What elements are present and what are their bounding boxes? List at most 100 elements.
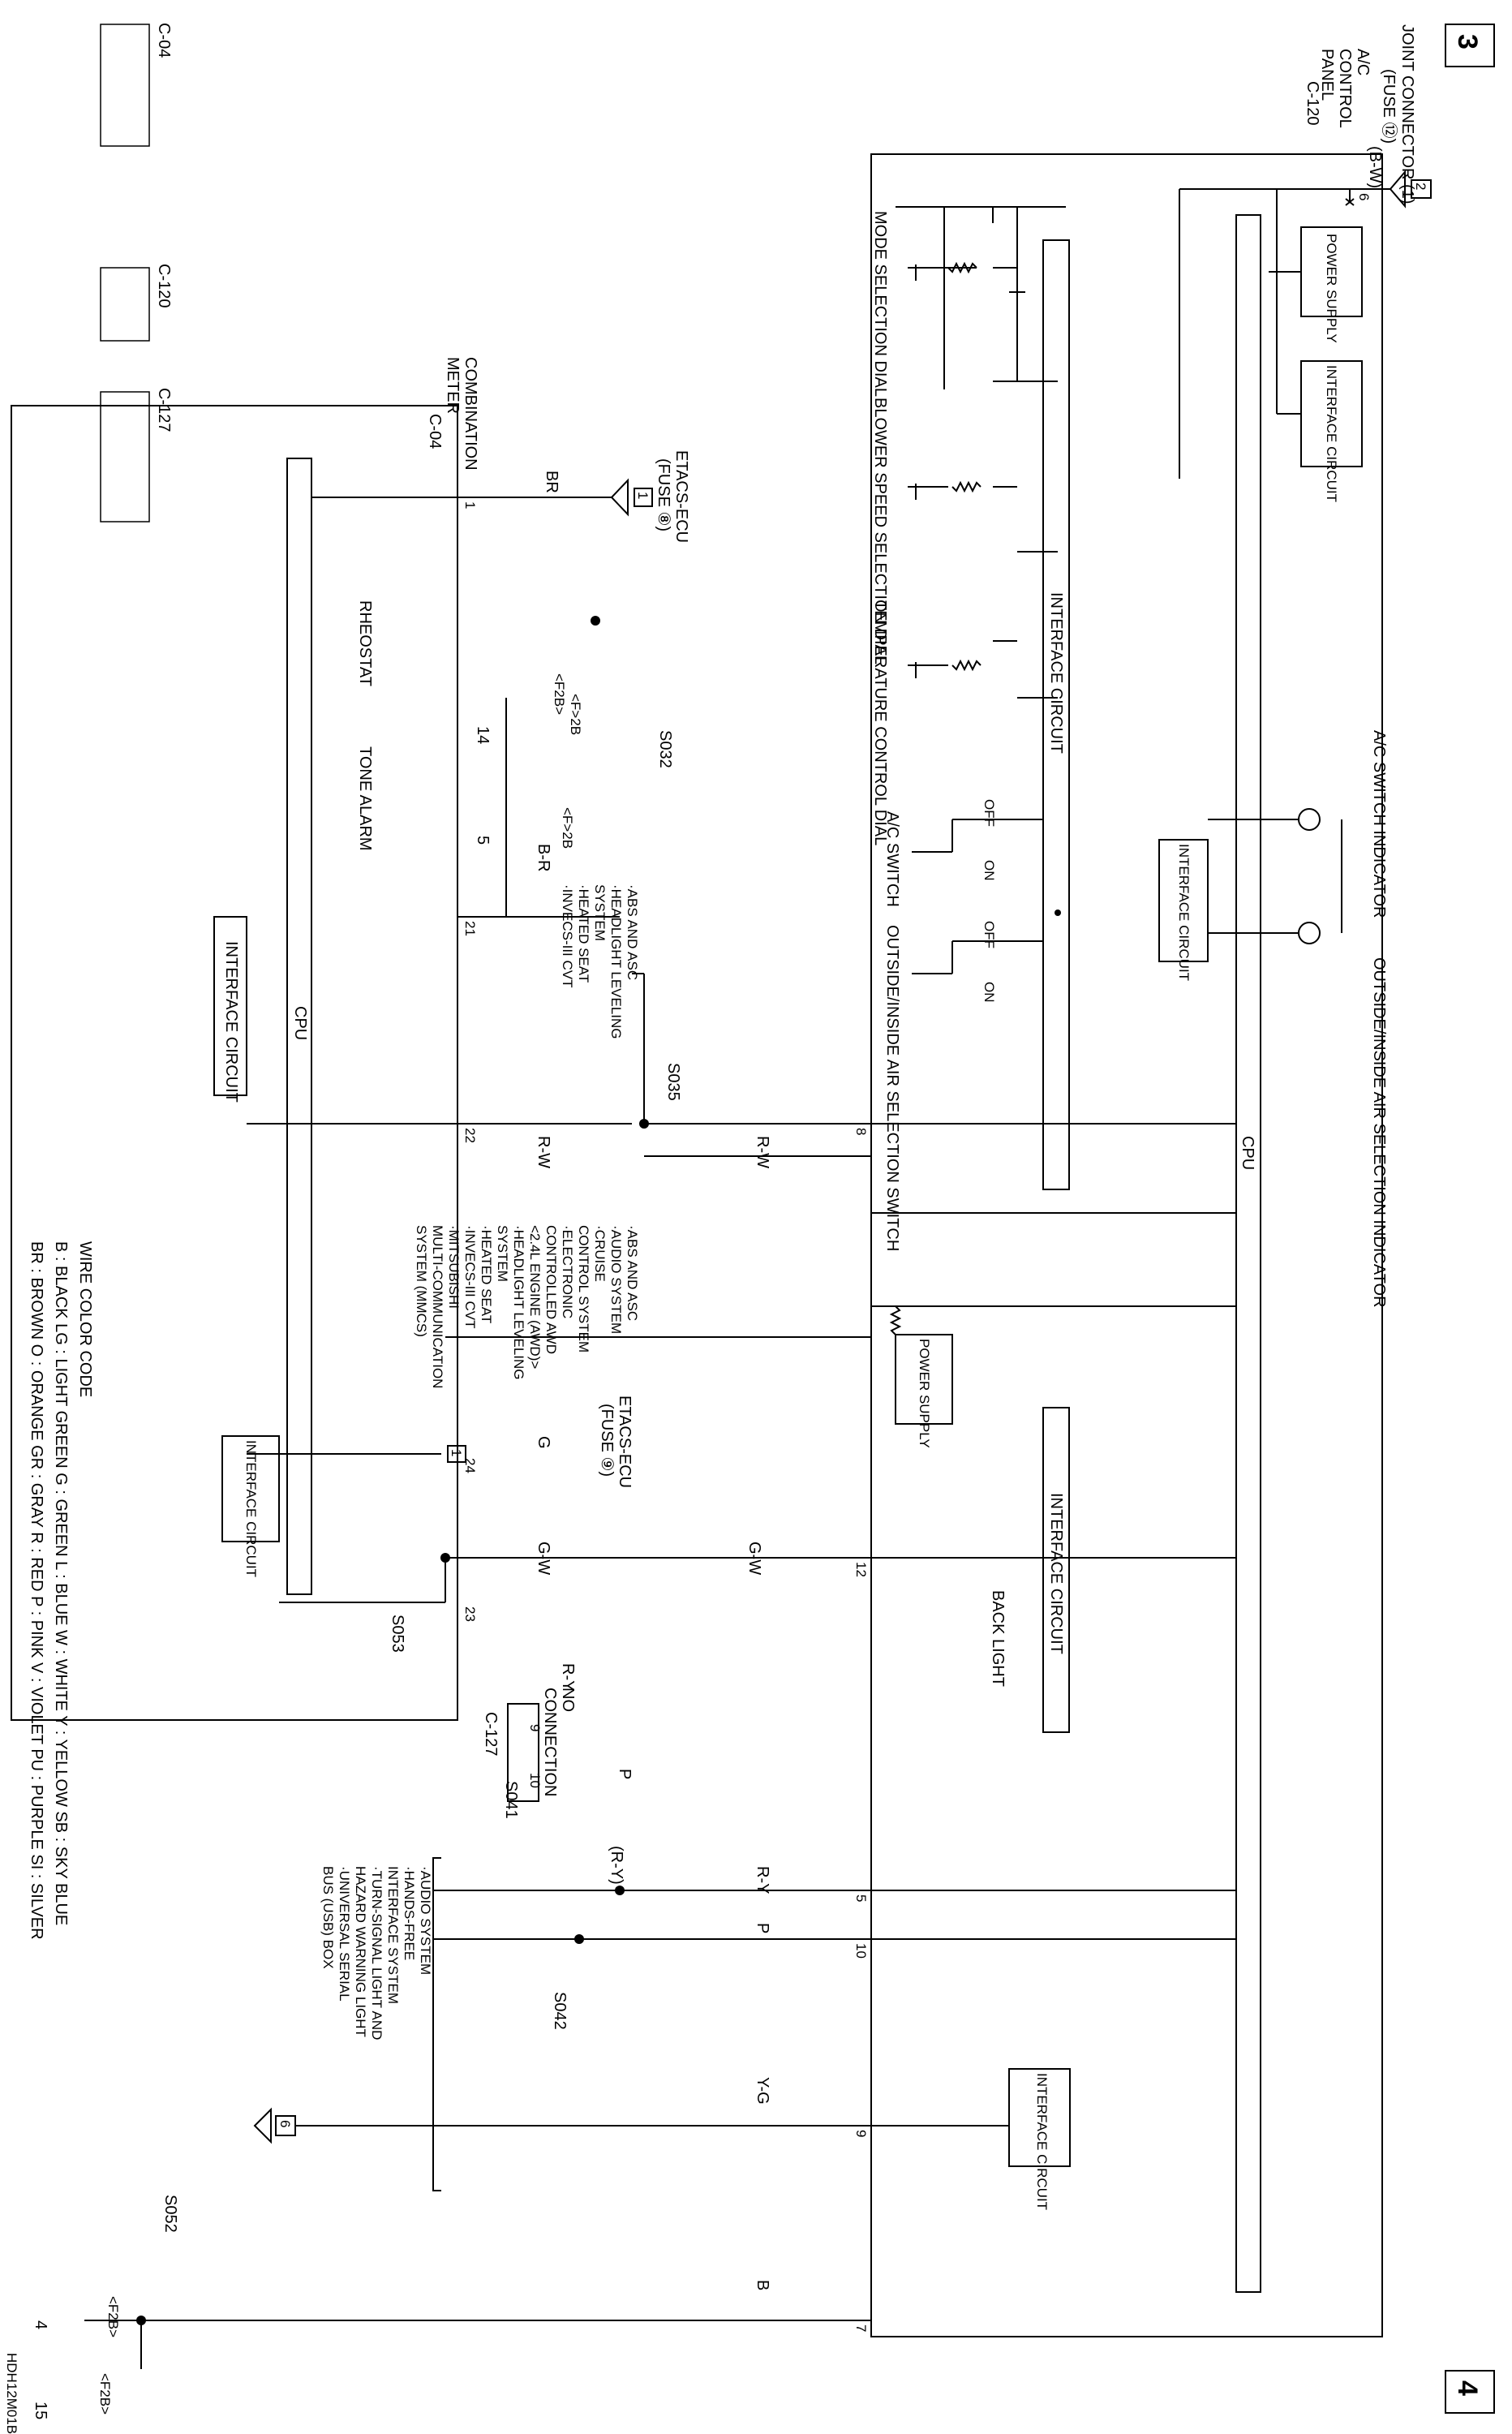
interface-main: INTERFACE CIRCUIT (1047, 592, 1065, 754)
wire-r-y-paren: (R-Y) (608, 1846, 625, 1885)
yg-connector-pin: 6 (277, 2120, 293, 2127)
list-item: SYSTEM (495, 1225, 510, 1282)
wire-color-code-row1: B : BLACK LG : LIGHT GREEN G : GREEN L :… (52, 1241, 70, 1925)
tone-alarm: TONE ALARM (356, 746, 374, 851)
terminal-12: 12 (853, 1562, 869, 1577)
power-supply-top: POWER SUPPLY (1324, 234, 1339, 343)
splice-s053: S053 (389, 1615, 406, 1653)
list-item: ·AUDIO SYSTEM (608, 1225, 624, 1334)
switch-on-b: ON (982, 982, 997, 1003)
splice-s041: S041 (502, 1781, 520, 1819)
page-number-start: 3 (1452, 34, 1483, 49)
meter-line1: COMBINATION (462, 357, 479, 471)
no-connection-code: C-127 (482, 1712, 500, 1756)
ground-14: 14 (474, 726, 492, 744)
terminal-8: 8 (853, 1128, 869, 1135)
list-item: INTERFACE SYSTEM (385, 1866, 401, 2004)
list-item: ·ABS AND ASC (625, 1225, 640, 1321)
connector-code: C-127 (155, 388, 173, 432)
meter-line2: METER (444, 357, 462, 414)
list-item: ·HEATED SEAT (479, 1225, 494, 1323)
list-item: SYSTEM (592, 884, 608, 941)
ground-5: 5 (474, 836, 492, 845)
dial-mode: MODE SELECTION DIAL (871, 211, 889, 397)
list-item: SYSTEM (MMCS) (414, 1225, 429, 1337)
terminal-24: 24 (462, 1458, 478, 1473)
list-item: MULTI-COMMUNICATION (430, 1225, 445, 1388)
terminal-23: 23 (462, 1606, 478, 1622)
list-item: HAZARD WARNING LIGHT (353, 1866, 368, 2037)
connector-c120: C-120 (100, 264, 173, 342)
page-number-end: 4 (1452, 2380, 1483, 2396)
outside-air-switch: OUTSIDE/INSIDE AIR SELECTION SWITCH (883, 925, 901, 1251)
list-item: CONTROL SYSTEM (576, 1225, 591, 1352)
ac-indicator: A/C SWITCH INDICATOR (1370, 730, 1388, 918)
list-item: ·ELECTRONIC (560, 1225, 575, 1318)
etacs9-label: ETACS-ECU (616, 1395, 634, 1488)
terminal-9: 9 (853, 2130, 869, 2137)
interface-top: INTERFACE CIRCUIT (1324, 365, 1339, 502)
cpu-ac: CPU (1239, 1136, 1256, 1170)
dial-blower: BLOWER SPEED SELECTION DIAL (871, 398, 889, 664)
wire-r-w-a: R-W (754, 1136, 771, 1168)
rheostat: RHEOSTAT (356, 600, 374, 686)
back-light: BACK LIGHT (989, 1590, 1007, 1687)
etacs8-label: ETACS-ECU (672, 450, 690, 543)
list-item: ·UNIVERSAL SERIAL (337, 1866, 352, 2002)
joint-connector-wire: (B-W) (1366, 146, 1384, 188)
dial-temp: TEMPERATURE CONTROL DIAL (871, 600, 889, 845)
etacs9-fuse: (FUSE ⑨) (598, 1404, 616, 1477)
wire-f2b-e: <F2B> (97, 2373, 113, 2415)
interface-back: INTERFACE CIRCUIT (1047, 1493, 1065, 1654)
audio-system-list: ·AUDIO SYSTEM ·HANDS-FREE INTERFACE SYST… (320, 1866, 433, 2040)
cpu-meter: CPU (291, 1006, 309, 1040)
wire-color-code-row2: BR : BROWN O : ORANGE GR : GRAY R : RED … (28, 1241, 45, 1940)
wire-f2b-c: <F2B> (552, 673, 567, 715)
ground-4: 4 (32, 2320, 49, 2329)
list-item: BUS (USB) BOX (320, 1866, 336, 1969)
wire-r-y-b: R-Y (754, 1866, 771, 1894)
switch-off-b: OFF (982, 921, 997, 948)
switch-on-a: ON (982, 860, 997, 881)
etacs9-pin: 1 (449, 1449, 464, 1456)
terminal-1: 1 (462, 501, 478, 509)
wire-p-a: P (616, 1769, 634, 1779)
outside-indicator: OUTSIDE/INSIDE AIR SELECTION INDICATOR (1370, 957, 1388, 1308)
ac-panel-line2: CONTROL (1336, 49, 1354, 128)
connector-c127: C-127 (100, 388, 173, 522)
connector-code: C-04 (155, 23, 173, 58)
s035-system-list: ·ABS AND ASC ·HEADLIGHT LEVELING SYSTEM … (560, 884, 640, 1039)
terminal-7: 7 (853, 2324, 869, 2332)
splice-s042: S042 (551, 1992, 569, 2030)
list-item: ·TURN-SIGNAL LIGHT AND (369, 1866, 384, 2040)
ac-switch: A/C SWITCH (883, 811, 901, 907)
list-item: ·CRUISE (592, 1225, 608, 1282)
splice-s035: S035 (664, 1063, 682, 1101)
wire-r-y-a: R-Y (559, 1663, 577, 1691)
terminal-5: 5 (853, 1894, 869, 1902)
splice-s052: S052 (161, 2195, 179, 2233)
joint-connector-pin: 2 (1413, 183, 1428, 190)
wire-f2b-b: <F>2B (568, 694, 583, 735)
splice-s032: S032 (656, 730, 674, 768)
list-item: ·HEADLIGHT LEVELING (608, 884, 624, 1039)
wire-g-w-a: G-W (745, 1542, 763, 1575)
switch-off-a: OFF (982, 799, 997, 827)
wire-y-g: Y-G (754, 2077, 771, 2105)
etacs9-system-list: ·ABS AND ASC ·AUDIO SYSTEM ·CRUISE CONTR… (414, 1225, 640, 1388)
list-item: ·MITSUBISHI (446, 1225, 462, 1309)
list-item: <2.4L ENGINE (AWD)> (527, 1225, 543, 1369)
power-supply-bottom: POWER SUPPLY (917, 1339, 932, 1448)
interface-indicators: INTERFACE CIRCUIT (1176, 844, 1192, 981)
wire-r-w-b: R-W (535, 1136, 552, 1168)
etacs8-pin: 1 (635, 492, 651, 499)
meter-interface-a: INTERFACE CIRCUIT (222, 941, 240, 1103)
nc-terminal-9: 9 (527, 1724, 543, 1731)
list-item: ·INVECS-III CVT (560, 884, 575, 988)
list-item: ·ABS AND ASC (625, 884, 640, 980)
list-item: CONTROLLED AWD (543, 1225, 559, 1354)
terminal-22: 22 (462, 1128, 478, 1143)
list-item: ·HEADLIGHT LEVELING (511, 1225, 526, 1380)
